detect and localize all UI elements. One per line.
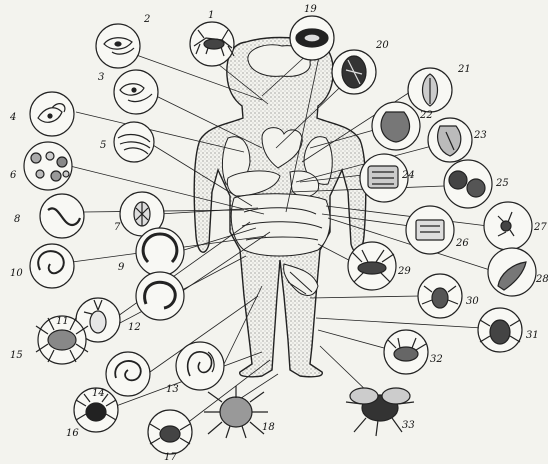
label-17: 17 — [164, 452, 177, 463]
parasite-28 — [488, 248, 536, 296]
parasite-25 — [444, 160, 492, 208]
parasite-19 — [290, 16, 334, 60]
label-28: 28 — [535, 274, 548, 285]
label-20: 20 — [375, 40, 389, 51]
parasite-5 — [114, 122, 154, 162]
parasite-18 — [204, 386, 268, 438]
label-11: 11 — [56, 316, 69, 327]
label-2: 2 — [143, 14, 150, 25]
label-13: 13 — [166, 384, 179, 395]
parasite-31 — [478, 308, 522, 352]
label-24: 24 — [401, 170, 415, 181]
parasite-13 — [176, 342, 224, 390]
label-32: 32 — [430, 354, 443, 365]
parasite-4 — [30, 92, 74, 136]
label-22: 22 — [419, 110, 433, 121]
label-27: 27 — [533, 222, 547, 233]
parasite-2 — [96, 24, 140, 68]
label-15: 15 — [10, 350, 23, 361]
parasite-24 — [360, 154, 408, 202]
parasite-12 — [136, 272, 184, 320]
label-9: 9 — [118, 262, 125, 273]
label-7: 7 — [114, 222, 121, 233]
parasite-17 — [148, 410, 192, 454]
label-12: 12 — [128, 322, 141, 333]
parasite-20 — [332, 50, 376, 94]
label-16: 16 — [66, 428, 79, 439]
label-14: 14 — [92, 388, 105, 399]
label-19: 19 — [304, 4, 317, 15]
parasite-21 — [408, 68, 452, 112]
label-33: 33 — [402, 420, 415, 431]
parasite-32 — [384, 330, 428, 374]
label-29: 29 — [397, 266, 411, 277]
parasite-26 — [406, 206, 454, 254]
label-4: 4 — [9, 112, 16, 123]
label-10: 10 — [10, 268, 23, 279]
parasite-9 — [136, 228, 184, 276]
label-21: 21 — [457, 64, 471, 75]
label-5: 5 — [100, 140, 106, 151]
label-25: 25 — [495, 178, 509, 189]
label-18: 18 — [262, 422, 275, 433]
parasite-1 — [190, 22, 234, 66]
label-31: 31 — [526, 330, 539, 341]
parasite-22 — [372, 102, 420, 150]
label-23: 23 — [473, 130, 487, 141]
label-30: 30 — [466, 296, 479, 307]
label-3: 3 — [98, 72, 104, 83]
parasite-23 — [428, 118, 472, 162]
parasite-10 — [30, 244, 74, 288]
label-8: 8 — [14, 214, 20, 225]
label-6: 6 — [10, 170, 17, 181]
parasite-14 — [106, 352, 150, 396]
parasite-30 — [418, 274, 462, 318]
label-26: 26 — [455, 238, 469, 249]
parasite-29 — [348, 242, 396, 290]
parasite-27 — [484, 202, 532, 250]
parasite-6 — [24, 142, 72, 190]
parasite-8 — [40, 194, 84, 238]
label-1: 1 — [208, 10, 214, 21]
parasite-3 — [114, 70, 158, 114]
